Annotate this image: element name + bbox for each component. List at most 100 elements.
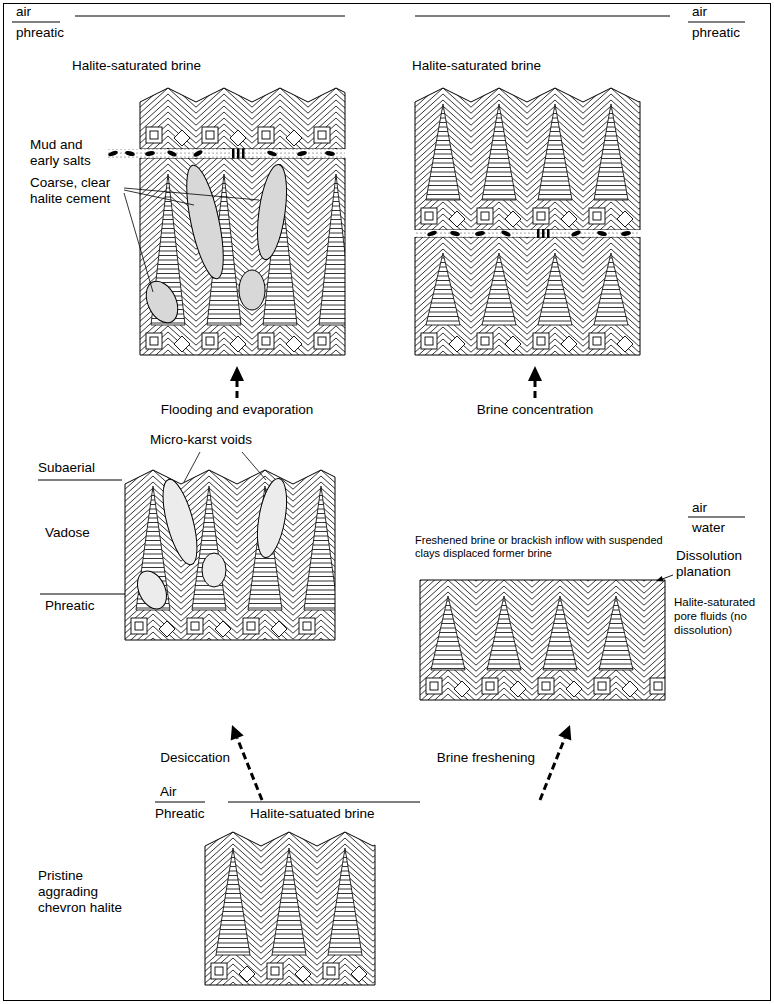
cornet-line bbox=[485, 312, 513, 313]
cornet-line bbox=[156, 278, 179, 279]
cornet-line bbox=[597, 185, 626, 186]
cornet-line bbox=[607, 127, 615, 128]
cornet-line bbox=[151, 500, 155, 501]
cornet-line bbox=[609, 113, 612, 114]
cornet-zone bbox=[426, 253, 460, 325]
cornet-line bbox=[432, 167, 454, 168]
cornet-line bbox=[431, 303, 455, 304]
cornet-line bbox=[222, 916, 244, 917]
cornet-line bbox=[606, 276, 617, 277]
cornet-line bbox=[553, 118, 558, 119]
label: Air bbox=[160, 784, 205, 800]
cube-crystal bbox=[230, 130, 246, 146]
overlay bbox=[108, 149, 673, 801]
chevron-line bbox=[364, 622, 700, 647]
cornet-line bbox=[227, 884, 239, 885]
cube-crystal bbox=[299, 618, 315, 634]
chevron-line bbox=[359, 76, 695, 101]
chevron-line bbox=[359, 327, 695, 352]
cornet-line bbox=[551, 637, 570, 638]
karst-void bbox=[156, 476, 204, 568]
cornet-line bbox=[193, 603, 225, 604]
cornet-line bbox=[329, 237, 343, 238]
frame bbox=[4, 4, 771, 1001]
halite-cement bbox=[140, 162, 292, 327]
cornet-line bbox=[218, 943, 248, 944]
cornet-line bbox=[281, 898, 297, 899]
cornet-line bbox=[338, 893, 352, 894]
cube-crystal bbox=[617, 336, 633, 352]
cornet-line bbox=[606, 641, 627, 642]
cornet-line bbox=[278, 916, 300, 917]
cornet-line bbox=[548, 145, 563, 146]
chevron-line bbox=[359, 291, 695, 316]
cornet-line bbox=[498, 258, 500, 259]
cornet-line bbox=[557, 610, 563, 611]
cornet-line bbox=[498, 109, 500, 110]
cornet-line bbox=[496, 632, 513, 633]
cornet-line bbox=[232, 857, 235, 858]
chevron-line bbox=[84, 200, 392, 225]
cornet-line bbox=[229, 875, 238, 876]
cornet-line bbox=[280, 907, 299, 908]
chevron-line bbox=[359, 243, 695, 268]
cornet-line bbox=[339, 889, 352, 890]
chevron-line bbox=[84, 164, 392, 189]
chevron-line bbox=[359, 214, 695, 239]
cornet-line bbox=[600, 167, 622, 168]
cube-crystal bbox=[421, 208, 437, 224]
cube-crystal bbox=[230, 336, 246, 352]
chevron-line bbox=[359, 106, 695, 131]
cornet-line bbox=[335, 911, 355, 912]
cornet-line bbox=[443, 619, 454, 620]
cornet-line bbox=[265, 309, 296, 310]
early-salts bbox=[108, 149, 336, 159]
cornet-line bbox=[314, 540, 329, 541]
cornet-line bbox=[432, 298, 453, 299]
chevron-line bbox=[84, 326, 392, 351]
cornet-line bbox=[288, 857, 291, 858]
chevron-line bbox=[84, 236, 392, 261]
cornet-line bbox=[553, 262, 557, 263]
cornet-line bbox=[549, 140, 562, 141]
cornet-zone bbox=[538, 253, 572, 325]
cornet-line bbox=[306, 599, 337, 600]
salt-crystal bbox=[145, 150, 156, 156]
cornet-line bbox=[332, 206, 339, 207]
cornet-line bbox=[152, 491, 153, 492]
cornet-line bbox=[608, 122, 615, 123]
chevron-line bbox=[359, 267, 695, 292]
salt-crystal bbox=[501, 229, 512, 237]
label: Halite-saturated brine bbox=[412, 58, 602, 74]
cornet-line bbox=[596, 190, 626, 191]
chevron-line bbox=[359, 333, 695, 358]
cornet-line bbox=[231, 862, 235, 863]
cornet-line bbox=[554, 109, 556, 110]
cement-void bbox=[239, 270, 265, 310]
cornet-line bbox=[437, 280, 450, 281]
chevron-line bbox=[364, 598, 700, 623]
cornet-line bbox=[559, 601, 561, 602]
cornet-line bbox=[194, 599, 225, 600]
cornet-line bbox=[485, 185, 514, 186]
salt-crystal bbox=[427, 230, 438, 238]
cube-crystal bbox=[247, 622, 255, 630]
cornet-line bbox=[315, 527, 326, 528]
cornet-line bbox=[202, 540, 217, 541]
chevron-line bbox=[359, 148, 695, 173]
cornet-line bbox=[444, 614, 453, 615]
cube-crystal bbox=[617, 211, 633, 227]
cornet-line bbox=[275, 934, 302, 935]
cube-crystal bbox=[477, 208, 493, 224]
cube-crystal bbox=[650, 678, 666, 694]
cornet-line bbox=[320, 491, 321, 492]
cornet-line bbox=[305, 603, 337, 604]
salt-crystal bbox=[237, 149, 240, 159]
cube-crystal bbox=[449, 211, 465, 227]
cornet-line bbox=[598, 176, 624, 177]
cube-crystal bbox=[318, 337, 326, 345]
cornet-line bbox=[223, 179, 224, 180]
chevron-line bbox=[69, 446, 377, 471]
cornet-line bbox=[442, 258, 444, 259]
cornet-line bbox=[274, 943, 304, 944]
